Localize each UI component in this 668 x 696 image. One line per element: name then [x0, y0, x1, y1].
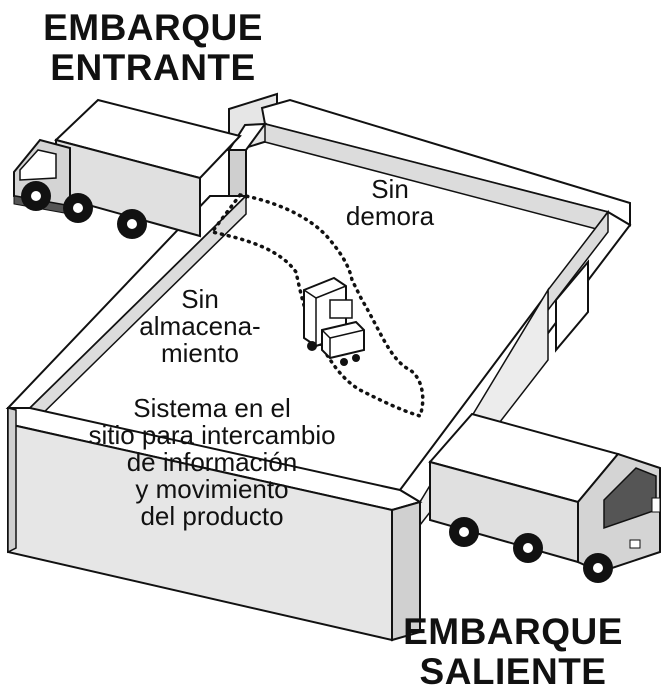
- wall-left-door-post: [228, 149, 247, 199]
- no-storage-label: Sin almacena- miento: [100, 286, 300, 367]
- onsite-system-line-2: sitio para intercambio: [88, 420, 336, 450]
- onsite-system-line-3: de información: [126, 447, 298, 477]
- wall-front-end-face: [391, 500, 421, 642]
- no-delay-line-1: Sin: [371, 174, 409, 204]
- forklift: [303, 276, 365, 366]
- onsite-system-line-1: Sistema en el: [133, 393, 291, 423]
- flow-path-outline: [208, 193, 425, 419]
- no-storage-line-1: Sin: [181, 284, 219, 314]
- inbound-title-line-1: EMBARQUE: [43, 7, 263, 48]
- window-right-wall: [555, 259, 589, 353]
- wall-front-left-end: [7, 407, 17, 554]
- outbound-title-line-2: SALIENTE: [419, 651, 607, 692]
- onsite-system-label: Sistema en el sitio para intercambio de …: [12, 395, 412, 530]
- no-delay-label: Sin demora: [300, 176, 480, 230]
- no-storage-line-3: miento: [160, 338, 240, 368]
- inbound-title-line-2: ENTRANTE: [50, 47, 256, 88]
- no-delay-line-2: demora: [345, 201, 435, 231]
- outbound-shipment-label: EMBARQUE SALIENTE: [368, 612, 658, 692]
- no-storage-line-2: almacena-: [139, 311, 261, 341]
- inbound-shipment-label: EMBARQUE ENTRANTE: [8, 8, 298, 88]
- onsite-system-line-5: del producto: [140, 501, 284, 531]
- outbound-truck: [428, 412, 661, 583]
- onsite-system-line-4: y movimiento: [135, 474, 289, 504]
- inbound-truck: [13, 98, 242, 239]
- outbound-title-line-1: EMBARQUE: [403, 611, 623, 652]
